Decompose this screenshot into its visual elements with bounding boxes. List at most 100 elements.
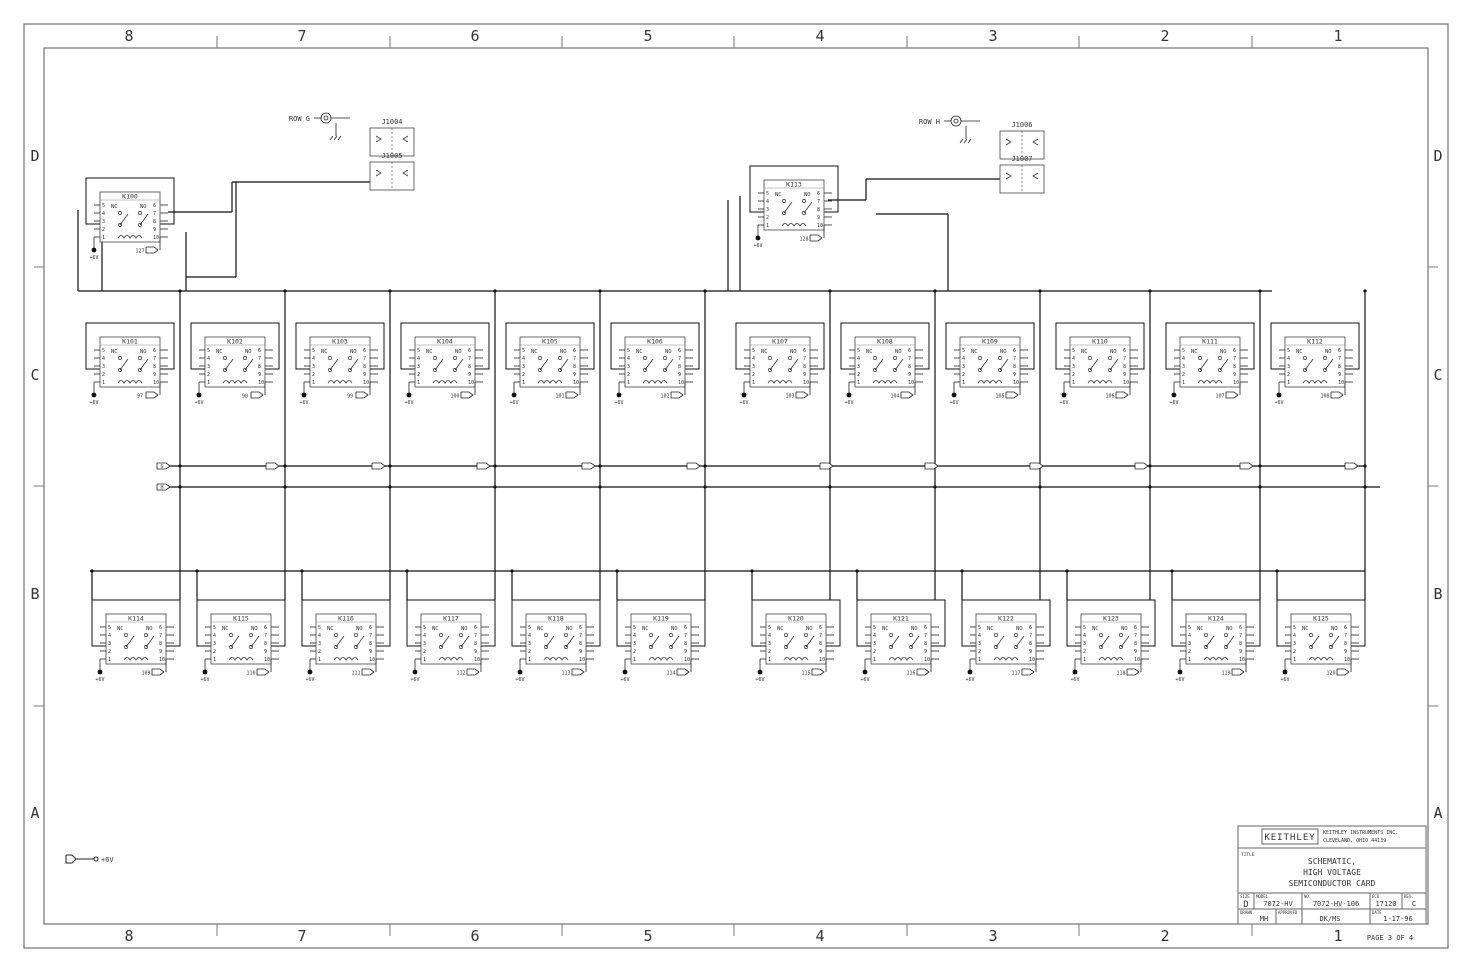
relay-pin-number: 8 xyxy=(1029,641,1032,647)
relay-body xyxy=(624,336,686,388)
relay-switch-arm xyxy=(805,635,815,648)
relay-pin-number: 10 xyxy=(1029,657,1035,663)
relay-pin-number: 9 xyxy=(153,372,156,378)
page-number: PAGE 3 OF 4 xyxy=(1367,934,1413,942)
connector-designator: J1005 xyxy=(381,152,402,160)
relay-pin-number: 9 xyxy=(573,372,576,378)
relay-pin-number: 10 xyxy=(153,235,159,241)
relay-pin-number: 10 xyxy=(369,657,375,663)
relay-coil xyxy=(222,380,248,384)
control-tag xyxy=(1225,391,1239,399)
relay-contact xyxy=(804,645,808,649)
date-label: DATE xyxy=(1372,910,1382,915)
relay-contact xyxy=(1014,645,1018,649)
junction-dot xyxy=(933,485,937,489)
relay-pin-number: 3 xyxy=(873,641,876,647)
relay-pin-number: 9 xyxy=(264,649,267,655)
relay-pin-number: 4 xyxy=(108,633,111,639)
company-address-1: KEITHLEY INSTRUMENTS INC. xyxy=(1323,830,1398,836)
relay-pin-number: 2 xyxy=(1188,649,1191,655)
relay-pin-number: 10 xyxy=(908,380,914,386)
relay-pin-number: 6 xyxy=(468,348,471,354)
title-line-2: HIGH VOLTAGE xyxy=(1303,868,1361,877)
relay-switch-arm xyxy=(244,358,254,371)
relay-pin-number: 9 xyxy=(684,649,687,655)
relay-pin-number: 3 xyxy=(627,364,630,370)
relay-pin-number: 4 xyxy=(1083,633,1086,639)
approved-value: DK/MS xyxy=(1319,915,1340,923)
relay-pin-number: 7 xyxy=(1013,356,1016,362)
relay-body xyxy=(975,613,1037,665)
relay-pin-number: 3 xyxy=(207,364,210,370)
control-number: 127 xyxy=(135,249,144,255)
relay-pin-number: 3 xyxy=(752,364,755,370)
supply-dot xyxy=(1061,392,1067,398)
relay-pin-number: 9 xyxy=(817,215,820,221)
relay-coil xyxy=(648,657,674,661)
title-line-3: SEMICONDUCTOR CARD xyxy=(1289,879,1376,888)
supply-dot xyxy=(622,669,628,675)
relay-pin-number: 2 xyxy=(417,372,420,378)
row-input-label: ROW H xyxy=(919,118,940,126)
bus-tag-label: G xyxy=(160,464,163,470)
control-tag xyxy=(151,668,165,676)
relay-switch-arm xyxy=(1089,358,1099,371)
relay-contact xyxy=(669,645,673,649)
relay-designator: K110 xyxy=(1092,338,1108,346)
column-label-bottom: 8 xyxy=(124,927,133,945)
supply-dot xyxy=(755,235,761,241)
relay-pin-number: 5 xyxy=(1287,348,1290,354)
connector-pin-icon xyxy=(1005,138,1012,146)
bus-tag xyxy=(265,462,280,470)
relay-contact xyxy=(1224,633,1228,637)
control-number: 100 xyxy=(450,394,459,400)
relay-pin-number: 6 xyxy=(819,625,822,631)
relay-pin-number: 8 xyxy=(819,641,822,647)
date-value: 1-17-96 xyxy=(1383,915,1413,923)
relay-contact xyxy=(873,368,877,372)
relay-body xyxy=(854,336,916,388)
control-tag xyxy=(460,391,474,399)
connector-pin-icon xyxy=(1032,172,1039,180)
relay-pin-number: 10 xyxy=(1344,657,1350,663)
relay-pin-number: 4 xyxy=(528,633,531,639)
relay-contact xyxy=(1309,633,1313,637)
relay-pin-number: 3 xyxy=(633,641,636,647)
control-tag xyxy=(1330,391,1344,399)
ground-hatch-icon xyxy=(959,138,964,144)
relay-coil xyxy=(1203,657,1229,661)
bus-tag xyxy=(476,462,491,470)
relay-designator: K112 xyxy=(1307,338,1323,346)
relay-pin-number: 1 xyxy=(1182,380,1185,386)
control-number: 128 xyxy=(799,237,808,243)
relay-pin-number: 8 xyxy=(1239,641,1242,647)
relay-contact xyxy=(1224,645,1228,649)
supply-label: +6V xyxy=(1280,677,1289,683)
supply-label: +6V xyxy=(1070,677,1079,683)
relay-pin-number: 7 xyxy=(579,633,582,639)
relay-contact xyxy=(998,356,1002,360)
relay-contact xyxy=(978,368,982,372)
relay-coil xyxy=(783,657,809,661)
relay-pin-number: 6 xyxy=(369,625,372,631)
supply-label: +6V xyxy=(755,677,764,683)
relay-pin-number: 10 xyxy=(258,380,264,386)
column-label-bottom: 3 xyxy=(988,927,997,945)
relay-contact xyxy=(909,633,913,637)
relay-body xyxy=(1290,613,1352,665)
relay-designator: K118 xyxy=(548,615,564,623)
relay-pin-number: 5 xyxy=(627,348,630,354)
relay-pin-number: 2 xyxy=(528,649,531,655)
relay-contact xyxy=(354,645,358,649)
relay-nc-label: NC xyxy=(1081,349,1088,355)
relay-designator: K104 xyxy=(437,338,453,346)
bus-tag xyxy=(1029,462,1044,470)
relay-pin-number: 9 xyxy=(258,372,261,378)
control-number: 105 xyxy=(995,394,1004,400)
relay-body xyxy=(525,613,587,665)
relay-pin-number: 2 xyxy=(213,649,216,655)
